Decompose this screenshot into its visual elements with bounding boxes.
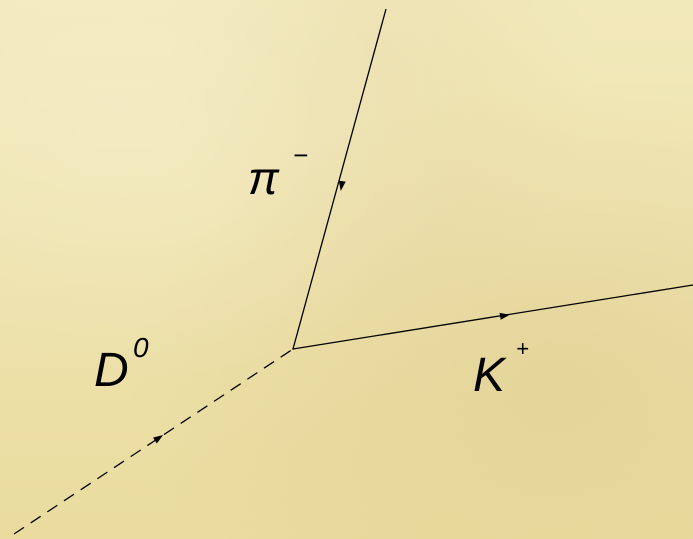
- pion-track: [292, 8, 387, 350]
- decay-vertex: [292, 348, 294, 350]
- d-meson-charge-label: 0: [133, 332, 149, 363]
- kaon-label: K: [473, 349, 507, 402]
- kaon-charge-label: +: [516, 336, 529, 361]
- d-meson-track: [13, 348, 294, 535]
- pion-label: π: [248, 152, 280, 204]
- d-meson-label: D: [94, 344, 129, 397]
- kaon-track: [292, 284, 693, 350]
- pion-charge-label: −: [293, 140, 308, 170]
